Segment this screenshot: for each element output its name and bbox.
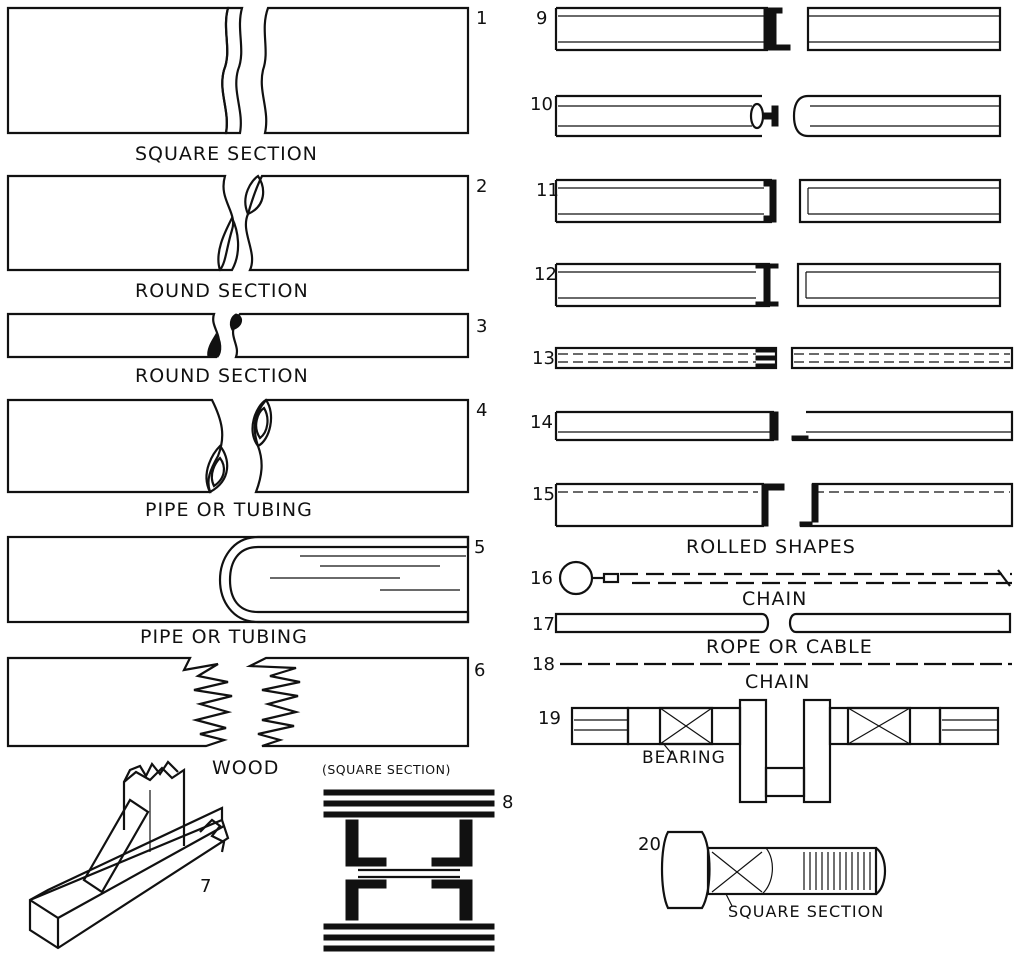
- symbol-2-round-section: 2 ROUND SECTION: [6, 174, 487, 302]
- symbol-18-chain: 18 CHAIN: [532, 654, 1012, 693]
- number-9: 9: [536, 8, 547, 29]
- symbol-5-pipe-cutaway: 5 PIPE OR TUBING: [6, 535, 485, 648]
- number-6: 6: [474, 660, 485, 681]
- label-square-section: SQUARE SECTION: [135, 143, 318, 165]
- label-chain-16: CHAIN: [742, 588, 807, 610]
- number-16: 16: [530, 568, 553, 589]
- label-bearing: BEARING: [642, 748, 726, 768]
- number-18: 18: [532, 654, 555, 675]
- symbol-11-channel: 11: [536, 178, 1002, 224]
- label-rope-cable: ROPE OR CABLE: [706, 636, 873, 658]
- number-1: 1: [476, 8, 487, 29]
- number-7: 7: [200, 876, 211, 897]
- symbol-8-built-up-section: 8: [323, 789, 513, 952]
- number-19: 19: [538, 708, 561, 729]
- number-2: 2: [476, 176, 487, 197]
- label-square-section-20: SQUARE SECTION: [728, 902, 884, 921]
- number-15: 15: [532, 484, 555, 505]
- symbol-6-wood: 6 WOOD (SQUARE SECTION): [6, 656, 485, 779]
- label-round-section-2: ROUND SECTION: [135, 280, 309, 302]
- number-8: 8: [502, 792, 513, 813]
- symbol-20-bolt: 20 SQUARE SECTION: [638, 830, 887, 921]
- number-4: 4: [476, 400, 487, 421]
- label-wood: WOOD: [212, 757, 279, 779]
- symbol-17-rope-cable: 17 ROPE OR CABLE: [532, 612, 1012, 658]
- symbol-9-i-beam: 9: [536, 6, 1002, 52]
- label-pipe-tubing-5: PIPE OR TUBING: [140, 626, 308, 648]
- number-20: 20: [638, 834, 661, 855]
- symbol-16-chain: 16 CHAIN: [530, 560, 1012, 610]
- symbol-1-square-section: 1 SQUARE SECTION: [6, 6, 487, 165]
- number-17: 17: [532, 614, 555, 635]
- label-chain-18: CHAIN: [745, 671, 810, 693]
- symbol-10-rail: 10: [530, 94, 1002, 138]
- label-wood-sub: (SQUARE SECTION): [322, 762, 451, 777]
- number-5: 5: [474, 537, 485, 558]
- label-round-section-3: ROUND SECTION: [135, 365, 309, 387]
- symbol-12-i-beam: 12: [534, 262, 1002, 308]
- number-10: 10: [530, 94, 553, 115]
- label-pipe-tubing-4: PIPE OR TUBING: [145, 499, 313, 521]
- symbol-7-timber-isometric: 7: [28, 760, 230, 950]
- number-12: 12: [534, 264, 557, 285]
- symbol-14-angle: 14: [530, 410, 1014, 442]
- symbol-15-zee: 15 ROLLED SHAPES: [532, 482, 1014, 558]
- symbol-19-crankshaft: 19 BEARING: [538, 698, 1000, 804]
- label-rolled-shapes: ROLLED SHAPES: [686, 536, 856, 558]
- number-11: 11: [536, 180, 559, 201]
- number-14: 14: [530, 412, 553, 433]
- number-3: 3: [476, 316, 487, 337]
- number-13: 13: [532, 348, 555, 369]
- bolt-thread-lines: [803, 852, 871, 890]
- symbol-3-round-section: 3 ROUND SECTION: [6, 312, 487, 387]
- symbol-13-bar: 13: [532, 346, 1014, 370]
- symbol-4-pipe-or-tubing: 4 PIPE OR TUBING: [6, 398, 487, 521]
